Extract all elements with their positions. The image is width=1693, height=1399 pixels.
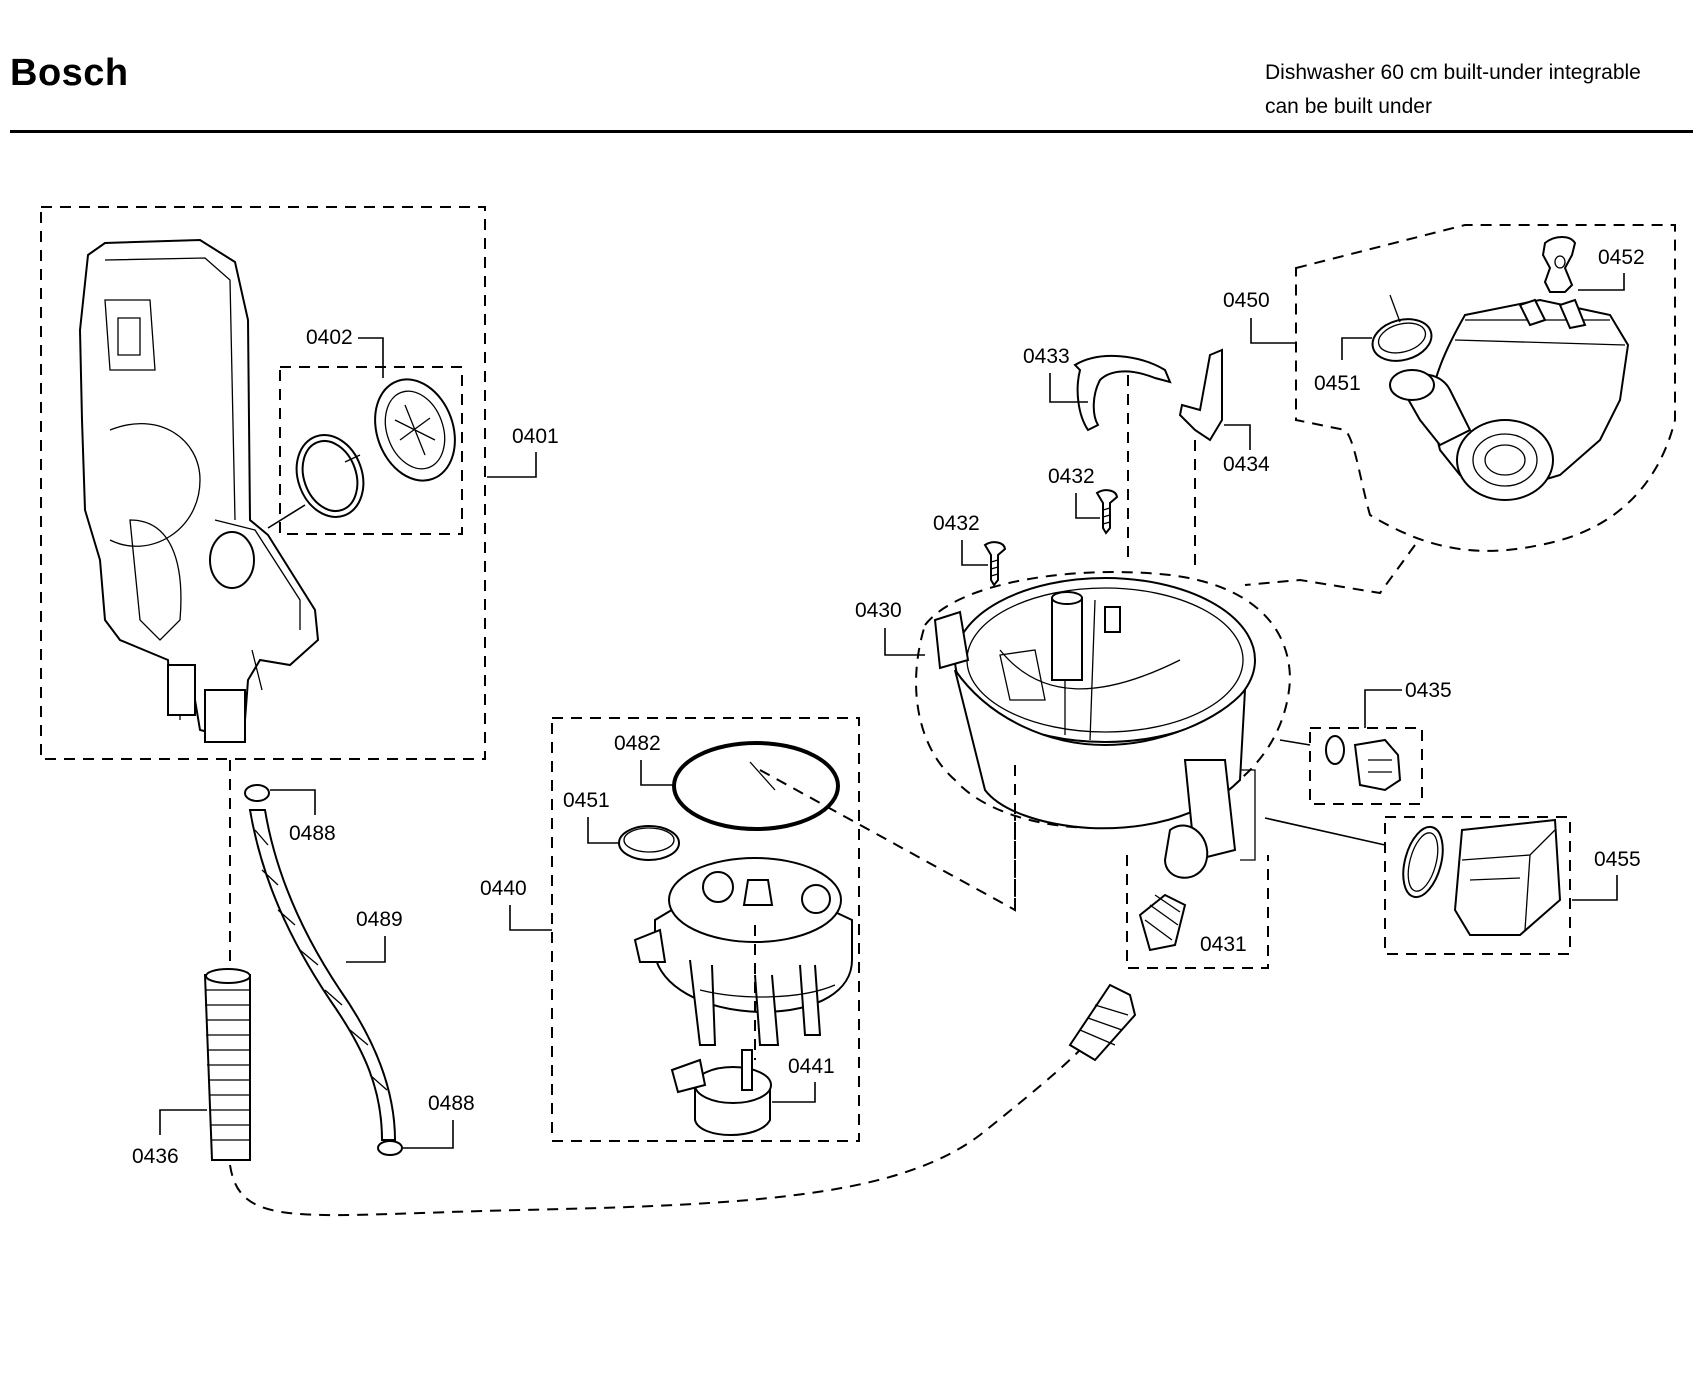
- group-0402-box: [279, 366, 463, 535]
- callout-0450: 0450: [1223, 289, 1270, 312]
- part-check-valve-0431[interactable]: [1138, 893, 1187, 952]
- part-screw-0432-b[interactable]: [983, 541, 1007, 587]
- callout-0440: 0440: [480, 877, 527, 900]
- group-0435: 0435: [1279, 679, 1452, 805]
- part-clamp-0488-bottom[interactable]: [377, 1140, 403, 1156]
- part-oring-0435[interactable]: [1325, 735, 1345, 765]
- callout-0436: 0436: [132, 1145, 179, 1168]
- part-bracket-0434[interactable]: [1178, 348, 1223, 442]
- callout-0435: 0435: [1405, 679, 1452, 702]
- group-0450: 0451 0450 0452: [1223, 224, 1676, 595]
- part-clamp-0451[interactable]: [618, 825, 680, 861]
- callout-0452: 0452: [1598, 246, 1645, 269]
- part-screw-0432-a[interactable]: [1095, 489, 1119, 535]
- part-hose-0489[interactable]: [248, 809, 397, 1141]
- group-0450-outline: [1295, 224, 1676, 552]
- model-description: Dishwasher 60 cm built-under integrable …: [1265, 56, 1641, 124]
- callout-0455: 0455: [1594, 848, 1641, 871]
- group-0440: 0482 0451 0440 0441: [480, 717, 1016, 1142]
- callout-0432-b: 0432: [933, 512, 980, 535]
- group-drain-hoses: 0488 0489 0488 0436: [132, 760, 1081, 1217]
- model-description-line-2: can be built under: [1265, 95, 1432, 118]
- group-0430: 0430 0433 0434 0432 0432: [855, 345, 1292, 905]
- group-0455-box: [1384, 816, 1571, 955]
- callout-0434: 0434: [1223, 453, 1270, 476]
- group-0431-box: [1126, 855, 1269, 969]
- part-clamp-0488-top[interactable]: [244, 784, 270, 802]
- group-0455: 0455: [1264, 816, 1641, 955]
- part-hose-0436[interactable]: [203, 974, 251, 1161]
- part-clip-0433[interactable]: [1073, 354, 1172, 432]
- group-0401-box: [40, 206, 486, 760]
- part-oring-0455[interactable]: [1396, 823, 1449, 902]
- callout-0432-a: 0432: [1048, 465, 1095, 488]
- callout-0430: 0430: [855, 599, 902, 622]
- callout-0489: 0489: [356, 908, 403, 931]
- model-description-line-1: Dishwasher 60 cm built-under integrable: [1265, 61, 1641, 84]
- part-seal-ring-0482[interactable]: [672, 741, 840, 831]
- part-sensor-0435[interactable]: [1353, 738, 1402, 792]
- callout-0401: 0401: [512, 425, 559, 448]
- part-drain-pump-0455[interactable]: [1453, 818, 1562, 936]
- callout-0488-bottom: 0488: [428, 1092, 475, 1115]
- callout-0482: 0482: [614, 732, 661, 755]
- part-bracket-0452[interactable]: [1541, 236, 1577, 293]
- brand-title: Bosch: [10, 52, 129, 94]
- callout-0433: 0433: [1023, 345, 1070, 368]
- group-0401: 0402 0401: [40, 206, 559, 760]
- callout-0451-right: 0451: [1314, 372, 1361, 395]
- callout-0431: 0431: [1200, 933, 1247, 956]
- callout-0402: 0402: [306, 326, 353, 349]
- header-divider: [10, 130, 1693, 133]
- callout-0451-left: 0451: [563, 789, 610, 812]
- callout-0441: 0441: [788, 1055, 835, 1078]
- group-0440-box: [551, 717, 860, 1142]
- callout-0488-top: 0488: [289, 822, 336, 845]
- group-0431: 0431: [1068, 855, 1269, 1062]
